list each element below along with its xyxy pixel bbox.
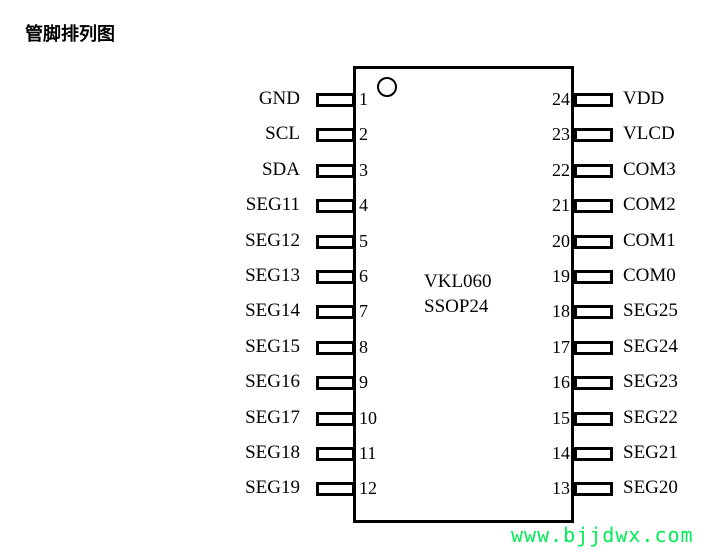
pin-name: SEG17 (245, 406, 300, 428)
page-title: 管脚排列图 (25, 24, 115, 45)
pin-name: SEG18 (245, 442, 300, 463)
pin-stub (574, 482, 613, 497)
pin-stub (316, 447, 355, 461)
pin-number: 3 (359, 159, 368, 180)
pin-name: SEG23 (623, 371, 678, 393)
pin-number: 10 (359, 407, 377, 428)
chip-body: VKL060 SSOP24 (353, 66, 574, 523)
pin-number: 16 (552, 372, 570, 393)
pin-number: 11 (359, 443, 377, 463)
pin-stub (574, 411, 613, 426)
pin-number: 19 (552, 266, 570, 286)
pin-stub (574, 447, 613, 461)
pin-name: COM0 (623, 265, 676, 286)
pin-number: 15 (552, 407, 570, 428)
pin-name: SEG25 (623, 300, 678, 322)
pin-name: SEG13 (245, 265, 300, 286)
pin-stub (316, 93, 355, 107)
pin-stub (316, 305, 355, 320)
pin-stub (574, 340, 613, 355)
chip-package: SSOP24 (424, 296, 489, 317)
pin-name: COM3 (623, 158, 676, 180)
pin-name: SEG21 (623, 442, 678, 463)
pin-stub (316, 163, 355, 178)
pin-number: 5 (359, 230, 368, 251)
pin-number: 21 (552, 195, 570, 216)
pin-number: 6 (359, 266, 368, 286)
pin-stub (316, 376, 355, 391)
watermark: www.bjjdwx.com (511, 523, 694, 547)
pin-stub (316, 128, 355, 143)
pin-number: 8 (359, 336, 368, 357)
pin-stub (316, 270, 355, 284)
pin-number: 22 (552, 159, 570, 180)
pin-stub (574, 199, 613, 214)
pin-name: SEG19 (245, 477, 300, 499)
pin-name: SEG22 (623, 406, 678, 428)
pin-name: SEG14 (245, 300, 300, 322)
pin-stub (574, 93, 613, 107)
pin-number: 2 (359, 124, 368, 145)
pin-name: VDD (623, 88, 665, 109)
pin-name: SEG15 (245, 335, 300, 357)
pin-number: 13 (552, 478, 570, 499)
pin-name: VLCD (623, 123, 675, 145)
pin-number: 14 (552, 443, 570, 463)
pin-name: SEG20 (623, 477, 678, 499)
pin-number: 18 (552, 301, 570, 322)
pin-name: SEG16 (245, 371, 300, 393)
chip-label: VKL060 SSOP24 (424, 269, 492, 319)
pin-stub (574, 163, 613, 178)
pin-stub (316, 340, 355, 355)
pin-number: 20 (552, 230, 570, 251)
pin1-marker-icon (377, 77, 397, 97)
pin-stub (574, 270, 613, 284)
pin-name: SEG11 (245, 194, 300, 216)
pin-name: SEG24 (623, 335, 678, 357)
pin-number: 9 (359, 372, 368, 393)
pin-stub (316, 411, 355, 426)
pin-stub (574, 305, 613, 320)
pin-number: 7 (359, 301, 368, 322)
pin-number: 23 (552, 124, 570, 145)
pin-stub (574, 376, 613, 391)
pin-stub (316, 199, 355, 214)
pin-number: 24 (552, 89, 570, 109)
pin-name: SCL (265, 123, 300, 145)
pin-number: 1 (359, 89, 368, 109)
pin-stub (574, 128, 613, 143)
pin-stub (574, 234, 613, 249)
pin-name: COM2 (623, 194, 676, 216)
pin-number: 17 (552, 336, 570, 357)
pin-number: 12 (359, 478, 377, 499)
pin-number: 4 (359, 195, 368, 216)
pin-stub (316, 482, 355, 497)
pin-stub (316, 234, 355, 249)
pin-name: COM1 (623, 229, 676, 251)
pin-name: SEG12 (245, 229, 300, 251)
pin-name: SDA (261, 158, 300, 180)
pin-name: GND (258, 88, 300, 109)
chip-name: VKL060 (424, 271, 492, 292)
